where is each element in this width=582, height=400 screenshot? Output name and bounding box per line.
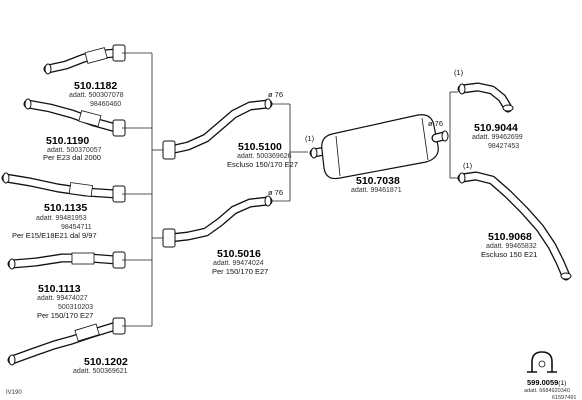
part-adatt-510-5100: adatt. 500369626 <box>237 153 292 160</box>
pipe-510-9044-drawing <box>457 82 514 113</box>
middle-bracket <box>272 103 308 202</box>
pipe-510-9068-drawing <box>457 171 572 281</box>
pipe-510-1113-drawing <box>7 251 126 270</box>
part-adatt2-510-9044: 98427453 <box>488 143 519 150</box>
pipe-510-1135-drawing <box>1 172 126 203</box>
pipe-510-1190-drawing <box>23 98 126 137</box>
right-bracket <box>449 91 458 179</box>
part-number-510-1202: 510.1202 <box>84 356 128 368</box>
pipe-510-1202-drawing <box>7 317 126 366</box>
marker-510-9068: (1) <box>463 161 473 170</box>
part-adatt-510-1202: adatt. 500369621 <box>73 368 128 375</box>
part-note-510-1135: Per E15/E18E21 dal 9/97 <box>12 231 97 240</box>
diameter-label-510-5016: ø 76 <box>268 188 283 197</box>
part-number-510-7038: 510.7038 <box>356 175 400 187</box>
muffler-510-7038-drawing <box>309 114 449 180</box>
part-adatt-510-9068: adatt. 99465832 <box>486 243 537 250</box>
part-adatt2-510-1113: 500310203 <box>58 304 93 311</box>
part-number-510-1135: 510.1135 <box>44 202 87 214</box>
part-number-510-1190: 510.1190 <box>46 135 89 147</box>
part-number-510-1113: 510.1113 <box>38 283 81 295</box>
part-adatt-510-1182: adatt. 500307078 <box>69 92 124 99</box>
left-bracket <box>122 52 165 327</box>
part-number-510-1182: 510.1182 <box>74 80 117 92</box>
part-number-510-9044: 510.9044 <box>474 122 518 134</box>
part-adatt-510-5016: adatt. 99474024 <box>213 260 264 267</box>
part-note-510-5016: Per 150/170 E27 <box>212 267 268 276</box>
pipe-510-1182-drawing <box>43 44 126 75</box>
part-adatt-510-7038: adatt. 99461871 <box>351 187 402 194</box>
diameter-label-510-5100: ø 76 <box>268 90 283 99</box>
part-note-510-1113: Per 150/170 E27 <box>37 311 93 320</box>
clamp-599-0059-drawing <box>527 351 557 373</box>
part-adatt2-510-1135: 98454711 <box>61 224 92 231</box>
part-number-510-5100: 510.5100 <box>238 141 282 153</box>
marker-510-7038: (1) <box>305 134 315 143</box>
part-adatt2-599-0059: 61597491 <box>552 395 576 400</box>
part-adatt-510-1113: adatt. 99474027 <box>37 295 88 302</box>
diameter-label-510-7038: ø 76 <box>428 119 443 128</box>
part-adatt-599-0059: adatt. 6684920340 <box>524 388 570 394</box>
part-note-510-5100: Escluso 150/170 E27 <box>227 160 298 169</box>
part-adatt-510-1190: adatt. 500370057 <box>47 147 102 154</box>
pipe-510-5100-drawing <box>162 98 273 160</box>
marker-510-9044: (1) <box>454 68 464 77</box>
part-note-510-9068: Escluso 150 E21 <box>481 250 537 259</box>
part-adatt2-510-1182: 98460460 <box>90 101 121 108</box>
part-note-510-1190: Per E23 dal 2000 <box>43 153 101 162</box>
part-number-510-9068: 510.9068 <box>488 231 532 243</box>
part-number-599-0059: 599.0059(1) <box>527 378 566 387</box>
part-adatt-510-9044: adatt. 99462699 <box>472 134 523 141</box>
diagram-code: IV190 <box>6 390 22 396</box>
part-number-510-5016: 510.5016 <box>217 248 261 260</box>
part-adatt-510-1135: adatt. 99481953 <box>36 215 87 222</box>
pipe-510-5016-drawing <box>162 195 273 248</box>
